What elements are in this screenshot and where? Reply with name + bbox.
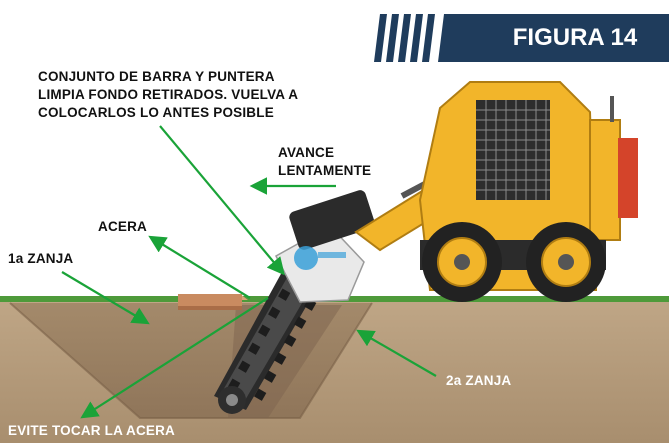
assembly-note-line-3: COLOCARLOS LO ANTES POSIBLE xyxy=(38,105,274,120)
first-trench-label: 1a ZANJA xyxy=(8,251,74,266)
arrow-first-trench xyxy=(61,271,150,325)
rear-wheel xyxy=(526,222,606,302)
assembly-note-line-2: LIMPIA FONDO RETIRADOS. VUELVA A xyxy=(38,87,299,102)
assembly-note-line-1: CONJUNTO DE BARRA Y PUNTERA xyxy=(38,69,275,84)
sidewalk-block xyxy=(178,294,248,310)
sidewalk-label: ACERA xyxy=(98,219,148,234)
brand-badge-icon xyxy=(294,246,318,270)
advance-label-line-1: AVANCE xyxy=(278,145,335,160)
trencher-boom xyxy=(214,272,318,414)
arrow-second-trench xyxy=(356,329,437,377)
skid-steer-trencher-icon xyxy=(354,81,638,302)
figure-tag-shape xyxy=(374,14,669,62)
arrow-assembly-note xyxy=(159,125,285,276)
figure-label: FIGURA 14 xyxy=(512,24,638,51)
warning-label: EVITE TOCAR LA ACERA xyxy=(8,423,176,438)
arrow-warning xyxy=(80,297,269,419)
trencher-head xyxy=(274,190,375,303)
arrow-sidewalk xyxy=(148,235,251,299)
second-trench-label: 2a ZANJA xyxy=(446,373,512,388)
annotation-arrows xyxy=(61,125,437,419)
advance-label-line-2: LENTAMENTE xyxy=(278,163,372,178)
front-wheel xyxy=(422,222,502,302)
